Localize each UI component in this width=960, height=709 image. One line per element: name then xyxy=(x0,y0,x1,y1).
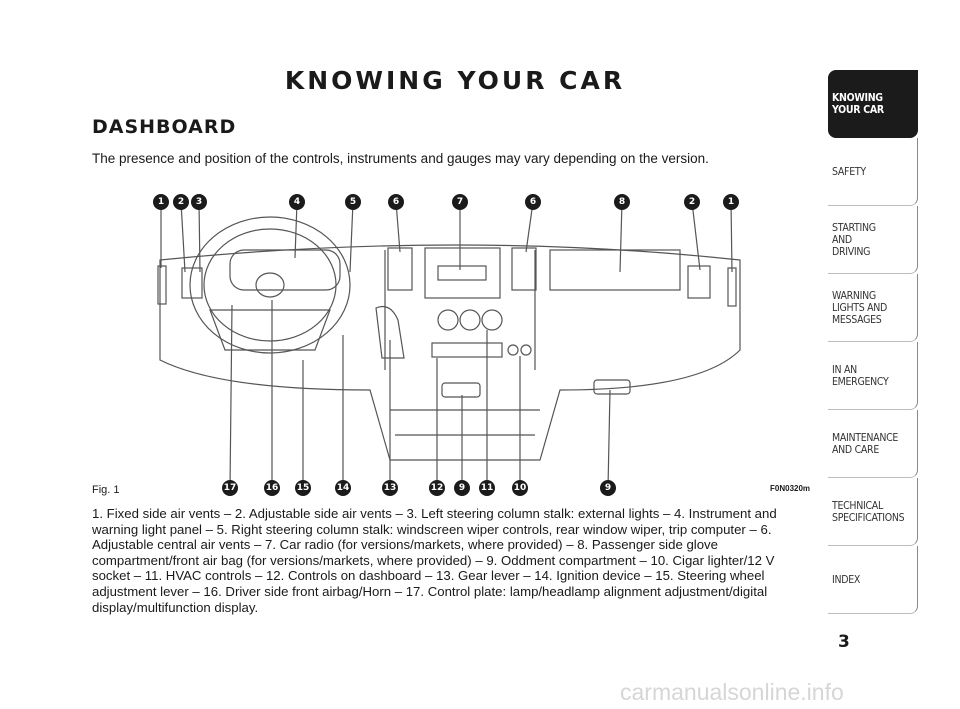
watermark: carmanualsonline.info xyxy=(620,679,844,705)
callout-11: 11 xyxy=(479,480,495,496)
chapter-title: KNOWING YOUR CAR xyxy=(284,66,626,95)
sidebar-tab-label: IN AN EMERGENCY xyxy=(832,363,889,388)
sidebar-tab[interactable]: WARNING LIGHTS AND MESSAGES xyxy=(828,274,918,342)
callout-3: 3 xyxy=(191,194,207,210)
sidebar-tab[interactable]: TECHNICAL SPECIFICATIONS xyxy=(828,478,918,546)
callout-15: 15 xyxy=(295,480,311,496)
callout-13: 13 xyxy=(382,480,398,496)
sidebar-tab[interactable]: INDEX xyxy=(828,546,918,614)
intro-paragraph: The presence and position of the control… xyxy=(92,151,709,166)
callout-8: 8 xyxy=(614,194,630,210)
sidebar-tab-label: INDEX xyxy=(832,573,861,586)
dashboard-illustration xyxy=(157,201,741,489)
figure-code: F0N0320m xyxy=(770,484,811,493)
sidebar-tab[interactable]: IN AN EMERGENCY xyxy=(828,342,918,410)
page-number: 3 xyxy=(838,632,850,652)
callout-1: 1 xyxy=(723,194,739,210)
section-title: DASHBOARD xyxy=(92,116,237,138)
callout-14: 14 xyxy=(335,480,351,496)
callout-5: 5 xyxy=(345,194,361,210)
sidebar-tab-label: SAFETY xyxy=(832,165,866,178)
sidebar-tab-label: STARTING AND DRIVING xyxy=(832,221,876,258)
callout-9: 9 xyxy=(454,480,470,496)
callout-10: 10 xyxy=(512,480,528,496)
sidebar-tab-label: TECHNICAL SPECIFICATIONS xyxy=(832,499,905,524)
callout-1: 1 xyxy=(153,194,169,210)
chapter-sidebar: KNOWING YOUR CAR SAFETY STARTING AND DRIVI… xyxy=(828,70,918,614)
callout-12: 12 xyxy=(429,480,445,496)
callout-17: 17 xyxy=(222,480,238,496)
callout-6: 6 xyxy=(388,194,404,210)
sidebar-tab-label: WARNING LIGHTS AND MESSAGES xyxy=(832,289,888,326)
sidebar-tab[interactable]: SAFETY xyxy=(828,138,918,206)
callout-4: 4 xyxy=(289,194,305,210)
callout-2: 2 xyxy=(684,194,700,210)
callout-2: 2 xyxy=(173,194,189,210)
sidebar-tab[interactable]: KNOWING YOUR CAR xyxy=(828,70,918,138)
dashboard-figure xyxy=(140,190,800,490)
sidebar-tab[interactable]: STARTING AND DRIVING xyxy=(828,206,918,274)
callout-6: 6 xyxy=(525,194,541,210)
callout-16: 16 xyxy=(264,480,280,496)
callout-9: 9 xyxy=(600,480,616,496)
callout-7: 7 xyxy=(452,194,468,210)
sidebar-tab-label: MAINTENANCE AND CARE xyxy=(832,431,899,456)
figure-caption: 1. Fixed side air vents – 2. Adjustable … xyxy=(92,506,777,615)
sidebar-tab[interactable]: MAINTENANCE AND CARE xyxy=(828,410,918,478)
sidebar-tab-label: KNOWING YOUR CAR xyxy=(832,91,884,116)
figure-label: Fig. 1 xyxy=(92,484,120,496)
